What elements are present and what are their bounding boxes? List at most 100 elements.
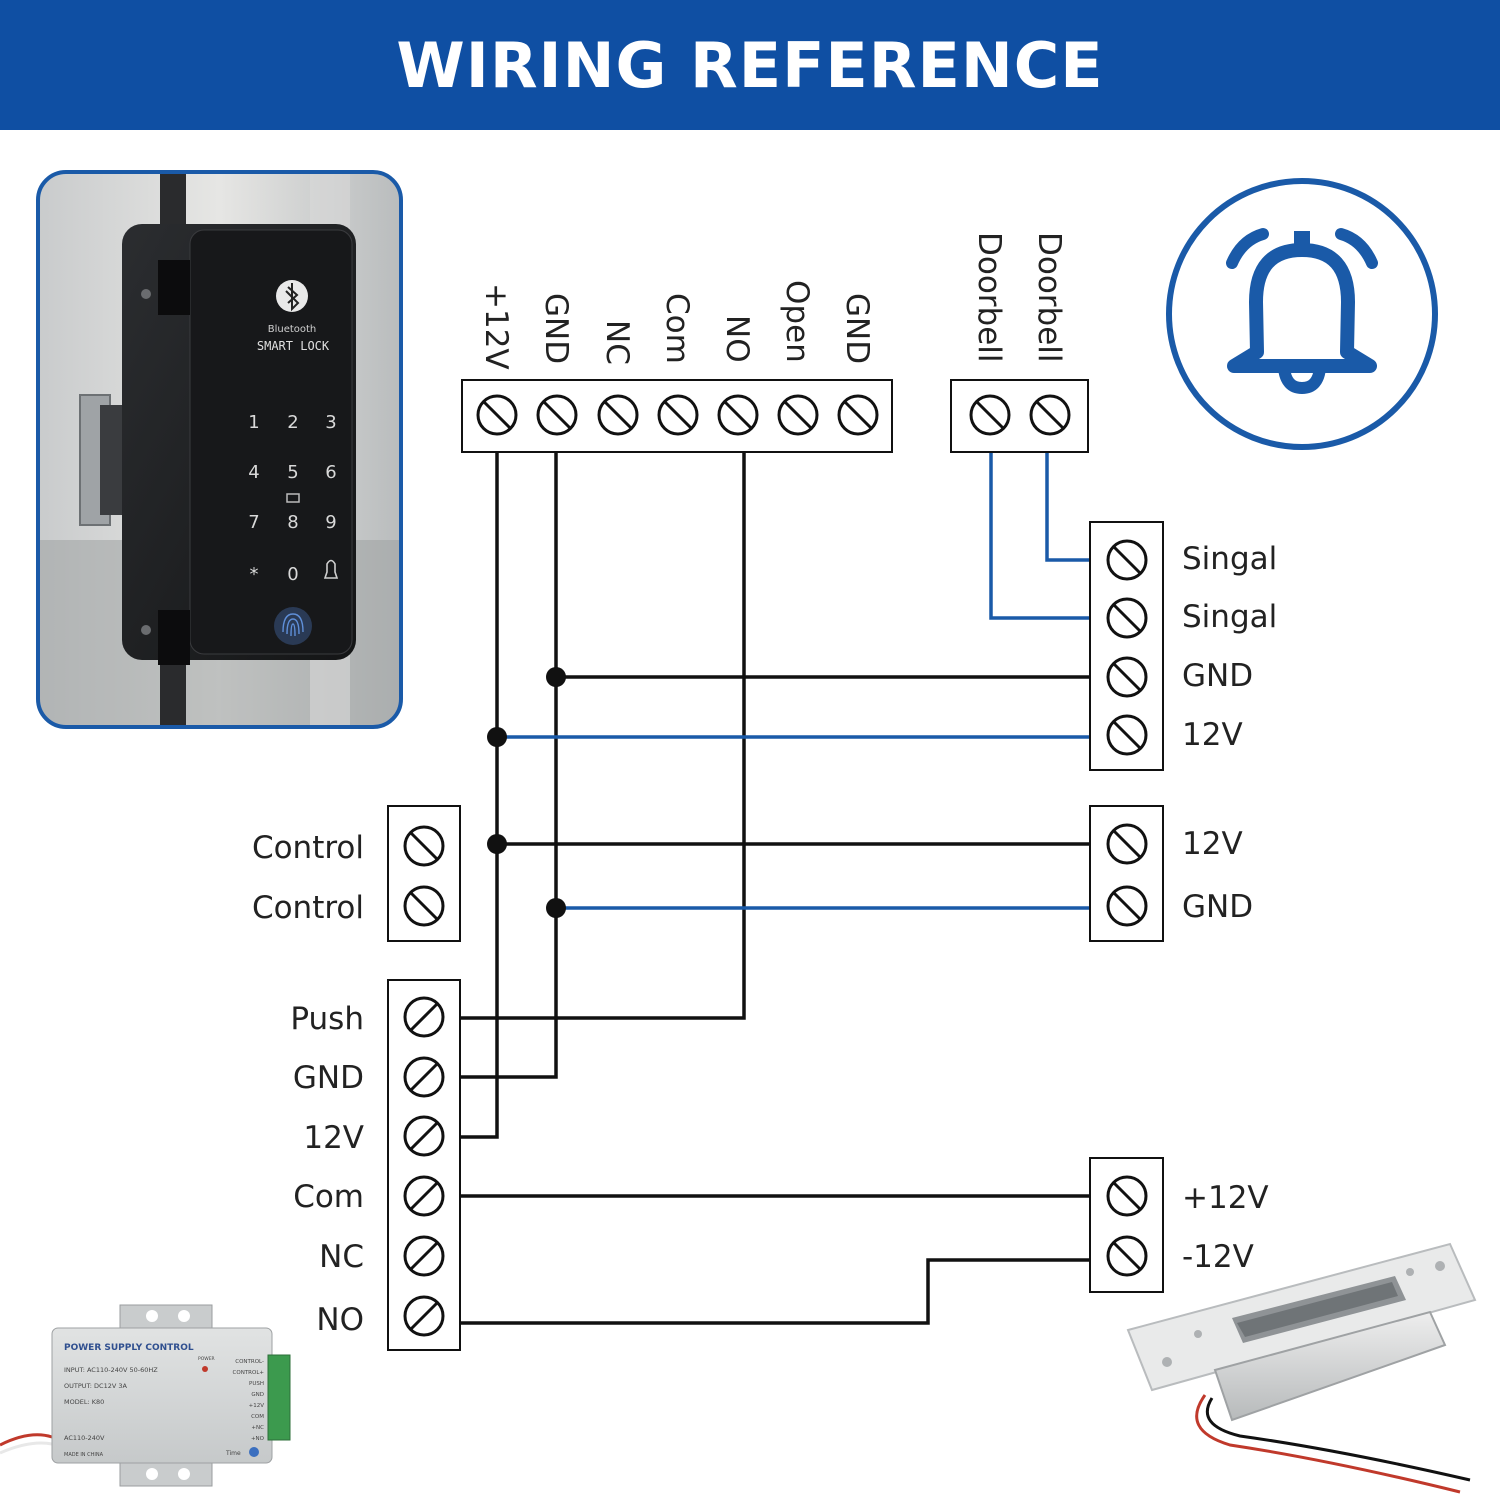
terminal-label: GND: [538, 293, 574, 364]
terminal-label: Singal: [1182, 541, 1277, 577]
psu-terminal-label: GND: [251, 1392, 264, 1398]
terminal-screw: [837, 394, 879, 436]
psu-terminal-label: CONTROL-: [235, 1359, 264, 1365]
terminal-label: Open: [779, 280, 815, 363]
fingerprint-icon: [274, 607, 312, 645]
terminal-label: Doorbell: [1031, 232, 1067, 363]
psu-terminal-label: CONTROL+: [233, 1370, 265, 1376]
psu-output: OUTPUT: DC12V 3A: [64, 1382, 127, 1390]
psu-terminal-label: PUSH: [249, 1381, 264, 1387]
terminal-screw: [403, 996, 445, 1038]
lock-model-label: SMART LOCK: [257, 339, 330, 353]
wires: [460, 452, 1090, 1325]
terminal-screw: [1029, 394, 1071, 436]
terminal-label: Push: [290, 1001, 364, 1037]
card-icon: [286, 493, 300, 503]
junction-dot: [487, 727, 507, 747]
terminal-screw: [657, 394, 699, 436]
smart-lock-photo: Bluetooth SMART LOCK 1 2 3 4 5 6 7 8 9 *…: [36, 170, 403, 729]
electric-strike-photo: [1126, 1242, 1477, 1494]
terminal-screw: [403, 825, 445, 867]
power-supply-photo: POWER SUPPLY CONTROL INPUT: AC110-240V 5…: [0, 1304, 291, 1487]
psu-terminal-label: +NO: [251, 1436, 265, 1442]
terminal-label: NO: [719, 315, 755, 363]
psu-made: MADE IN CHINA: [64, 1452, 104, 1458]
psu-title: POWER SUPPLY CONTROL: [64, 1343, 194, 1353]
controller-labels: Push GND 12V Com NC NO: [290, 1001, 364, 1338]
terminal-label: 12V: [1182, 826, 1243, 862]
junction-dots: [487, 667, 566, 918]
terminal-label: Doorbell: [971, 232, 1007, 363]
psu-power-label: POWER: [198, 1356, 215, 1362]
keypad-bell-icon: [323, 559, 339, 579]
terminal-screw: [403, 1295, 445, 1337]
terminal-screw: [1106, 714, 1148, 756]
terminal-label: NC: [599, 320, 635, 365]
keypad-key: 6: [325, 462, 336, 483]
terminal-screw: [403, 1056, 445, 1098]
lock-brand-label: Bluetooth: [268, 324, 317, 335]
terminal-screw: [1106, 539, 1148, 581]
terminal-label: +12V: [1182, 1180, 1269, 1216]
terminal-label: Control: [252, 890, 364, 926]
terminal-screw: [1106, 885, 1148, 927]
terminal-screw: [777, 394, 819, 436]
terminal-screw: [1106, 656, 1148, 698]
page-title: WIRING REFERENCE: [396, 28, 1104, 102]
strike-labels: +12V -12V: [1182, 1180, 1269, 1275]
controller-terminal-block: [387, 979, 461, 1351]
psu-ac: AC110-240V: [64, 1434, 105, 1442]
terminal-screw: [403, 1115, 445, 1157]
terminal-label: GND: [1182, 889, 1253, 925]
lock-keypad: 1 2 3 4 5 6 7 8 9 * 0: [248, 412, 336, 585]
terminal-label: -12V: [1182, 1239, 1254, 1275]
terminal-screw: [536, 394, 578, 436]
keypad-key: 5: [287, 462, 298, 483]
terminal-screw: [969, 394, 1011, 436]
keypad-key: 1: [248, 412, 259, 433]
psu-model: MODEL: K80: [64, 1398, 104, 1406]
power-led-icon: [202, 1366, 208, 1372]
terminal-screw: [403, 1175, 445, 1217]
terminal-label: NC: [319, 1239, 364, 1275]
terminal-label: Com: [293, 1179, 364, 1215]
terminal-screw: [1106, 1175, 1148, 1217]
keypad-key: 8: [287, 512, 298, 533]
psu-terminal-label: COM: [251, 1414, 264, 1420]
keypad-key: 4: [248, 462, 259, 483]
psu-terminal-label: +NC: [251, 1425, 264, 1431]
keypad-key: 7: [248, 512, 259, 533]
terminal-screw: [1106, 1235, 1148, 1277]
terminal-label: Singal: [1182, 599, 1277, 635]
terminal-label: +12V: [478, 283, 514, 370]
junction-dot: [487, 834, 507, 854]
terminal-label: GND: [839, 293, 875, 364]
terminal-label: Control: [252, 830, 364, 866]
psu-input: INPUT: AC110-240V 50-60HZ: [64, 1366, 158, 1374]
power-labels: 12V GND: [1182, 826, 1253, 925]
header-banner: WIRING REFERENCE: [0, 0, 1500, 130]
psu-terminal-label: +12V: [249, 1403, 265, 1409]
terminal-screw: [717, 394, 759, 436]
terminal-label: 12V: [1182, 717, 1243, 753]
terminal-label: NO: [316, 1302, 364, 1338]
terminal-screw: [1106, 597, 1148, 639]
junction-dot: [546, 667, 566, 687]
keypad-key: 0: [287, 564, 298, 585]
psu-time-label: Time: [225, 1450, 241, 1457]
terminal-screw: [476, 394, 518, 436]
keypad-key: 9: [325, 512, 336, 533]
time-knob-icon: [249, 1447, 259, 1457]
terminal-screw: [403, 885, 445, 927]
terminal-screw: [1106, 823, 1148, 865]
bell-icon: [1166, 178, 1438, 450]
control-labels: Control Control: [252, 830, 364, 926]
terminal-screw: [597, 394, 639, 436]
terminal-screw: [403, 1235, 445, 1277]
terminal-label: 12V: [303, 1120, 364, 1156]
keypad-key: *: [250, 564, 259, 585]
keypad-key: 3: [325, 412, 336, 433]
terminal-label: GND: [293, 1060, 364, 1096]
keypad-key: 2: [287, 412, 298, 433]
